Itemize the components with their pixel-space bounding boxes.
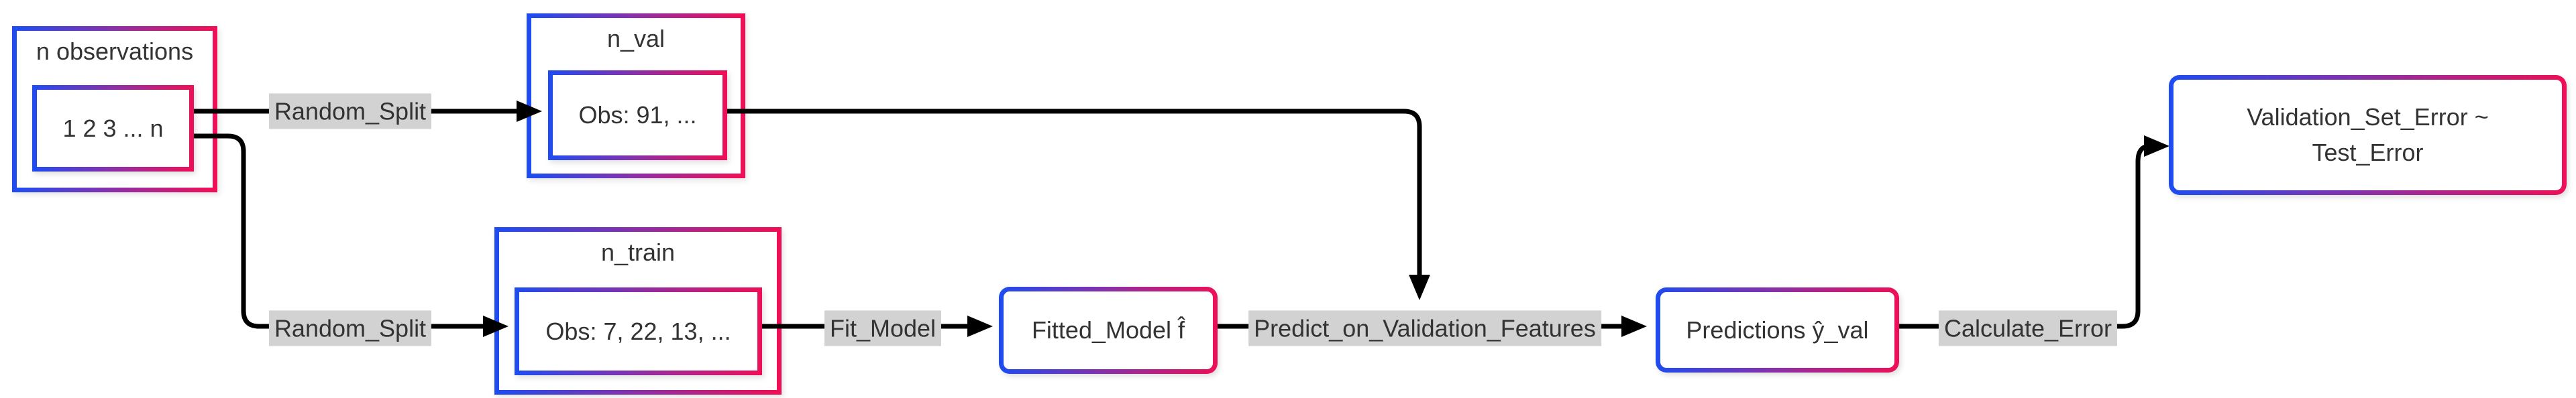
node-val-observations: Obs: 91, ... <box>548 70 727 160</box>
node-predictions-label: Predictions ŷ_val <box>1686 316 1869 344</box>
node-validation-error-text: Validation_Set_Error ~ Test_Error <box>2247 100 2489 170</box>
edge-nval-to-predict <box>718 109 1422 275</box>
edge-label-random-split-val: Random_Split <box>268 93 432 129</box>
arrowhead-into-predictions <box>1621 316 1647 337</box>
arrowhead-into-fitted <box>967 316 993 337</box>
node-fitted-model-label: Fitted_Model f̂ <box>1031 316 1185 344</box>
edge-label-random-split-train: Random_Split <box>268 310 432 346</box>
edge-label-fit-model: Fit_Model <box>824 310 942 346</box>
subgraph-n-train-title: n_train <box>600 239 676 266</box>
subgraph-n-val-title: n_val <box>606 25 665 52</box>
node-train-observations: Obs: 7, 22, 13, ... <box>515 287 762 375</box>
node-validation-error: Validation_Set_Error ~ Test_Error <box>2169 75 2567 195</box>
edge-label-calculate-error: Calculate_Error <box>1938 310 2118 346</box>
node-predictions: Predictions ŷ_val <box>1656 287 1899 373</box>
node-all-observations: 1 2 3 ... n <box>32 85 194 172</box>
subgraph-n-observations-title: n observations <box>36 38 194 65</box>
node-train-observations-label: Obs: 7, 22, 13, ... <box>545 317 731 345</box>
node-fitted-model: Fitted_Model f̂ <box>999 287 1218 374</box>
edge-obs-to-ntrain <box>184 133 483 329</box>
arrowhead-into-error <box>2144 135 2169 157</box>
arrowhead-down-predict <box>1409 275 1430 300</box>
node-validation-error-line2: Test_Error <box>2312 138 2424 166</box>
edge-label-predict-on-validation-features: Predict_on_Validation_Features <box>1248 310 1601 346</box>
edge-predictions-to-error <box>1890 143 2151 329</box>
node-all-observations-label: 1 2 3 ... n <box>62 114 164 142</box>
arrowhead-into-nval <box>517 101 542 122</box>
node-val-observations-label: Obs: 91, ... <box>578 101 697 129</box>
node-validation-error-line1: Validation_Set_Error ~ <box>2247 103 2489 131</box>
arrowhead-into-ntrain <box>483 316 508 337</box>
